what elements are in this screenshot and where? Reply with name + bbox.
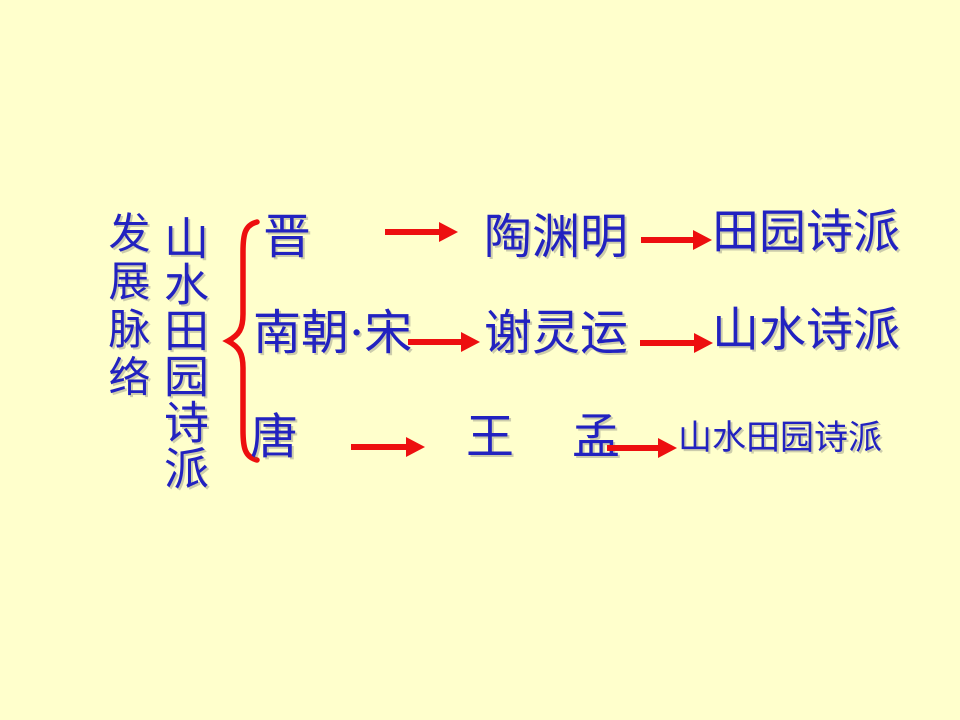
school-group-label: 山水田园诗派 (156, 215, 209, 491)
poet-label: 谢灵运 (484, 305, 629, 361)
arrow-right-icon (408, 339, 461, 345)
arrow-right-icon (351, 444, 406, 450)
school-label: 山水田园诗派 (678, 418, 882, 458)
era-label: 南朝·宋 (253, 305, 413, 361)
poet-label: 王 孟 (466, 409, 626, 465)
era-label: 晋 (263, 209, 312, 265)
arrow-right-icon (607, 445, 658, 451)
arrow-right-icon (640, 340, 694, 346)
era-label: 唐 (250, 409, 299, 465)
poet-label: 陶渊明 (484, 209, 629, 265)
arrow-right-icon (385, 229, 439, 235)
school-label: 田园诗派 (712, 205, 900, 260)
school-label: 山水诗派 (712, 303, 900, 358)
arrow-right-icon (641, 237, 693, 243)
development-thread-label: 发展脉络 (102, 211, 151, 403)
curly-brace-icon (222, 219, 260, 463)
